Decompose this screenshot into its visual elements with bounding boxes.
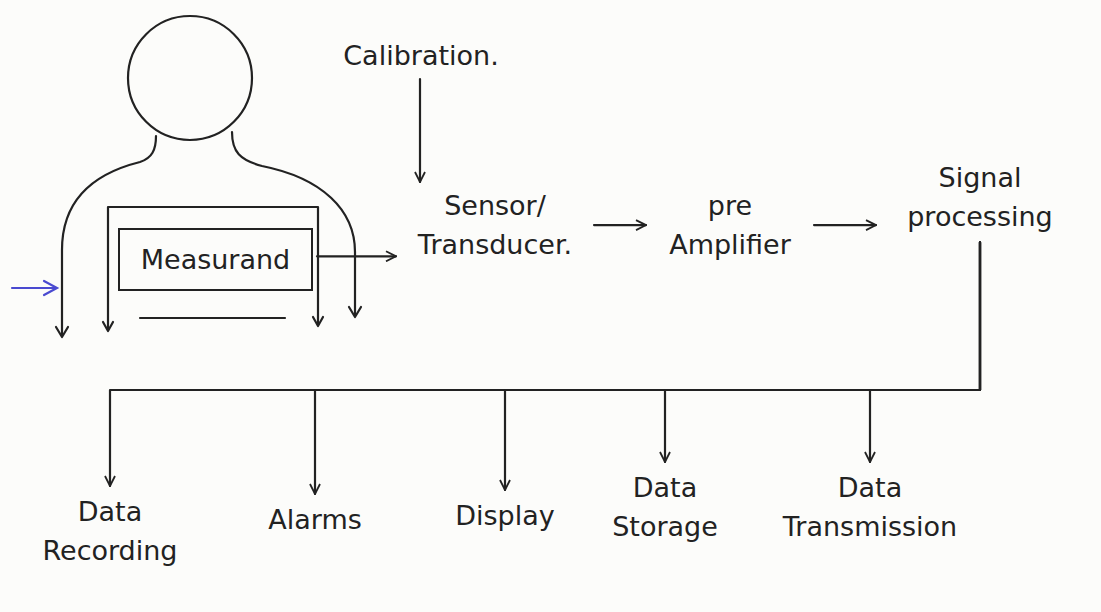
arm-tip <box>56 327 68 337</box>
flow-arrow <box>317 255 396 257</box>
measurand-box: Measurand <box>118 228 313 291</box>
head-outline <box>128 16 252 140</box>
flow-arrow <box>814 224 876 226</box>
output-block: Data Transmission <box>765 468 975 546</box>
flow-arrow <box>110 242 980 486</box>
chest-tip <box>313 317 323 326</box>
flow-arrow <box>870 242 980 462</box>
node-label: Data Recording <box>30 492 190 570</box>
right-shoulder-outline <box>232 132 355 315</box>
node-label: Alarms <box>265 500 365 539</box>
flow-arrow <box>419 79 421 182</box>
process-stage: Signal processing <box>880 158 1080 236</box>
chest-dash <box>140 317 285 319</box>
node-label: Display <box>452 496 558 535</box>
output-block: Data Storage <box>595 468 735 546</box>
node-label: Data Storage <box>595 468 735 546</box>
flow-arrow <box>594 224 646 226</box>
process-stage: Sensor/ Transducer. <box>400 186 590 264</box>
chest-tip <box>103 322 113 331</box>
flow-arrow <box>315 242 980 494</box>
output-block: Data Recording <box>30 492 190 570</box>
node-label: Signal processing <box>880 158 1080 236</box>
node-label: pre Amplifier <box>650 186 810 264</box>
node-label: Sensor/ Transducer. <box>400 186 590 264</box>
output-block: Alarms <box>265 500 365 539</box>
flow-arrow <box>665 242 980 462</box>
chest-outline <box>108 207 318 330</box>
calibration-input: Calibration. <box>340 36 502 75</box>
process-stage: pre Amplifier <box>650 186 810 264</box>
input-arrowhead <box>44 281 57 295</box>
input-arrow <box>12 287 56 289</box>
output-block: Display <box>452 496 558 535</box>
flow-arrow <box>505 242 980 490</box>
node-label: Measurand <box>132 240 299 279</box>
arm-tip <box>349 307 361 317</box>
node-label: Data Transmission <box>765 468 975 546</box>
node-label: Calibration. <box>340 36 502 75</box>
